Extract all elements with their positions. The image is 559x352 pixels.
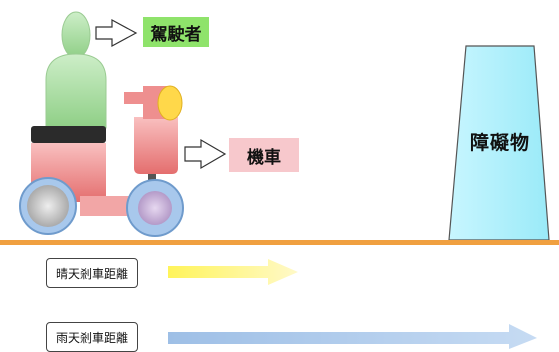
driver-torso: [45, 53, 107, 129]
sunny-braking-distance-label: 晴天剎車距離: [46, 258, 138, 288]
vehicle-label: 機車: [229, 138, 299, 172]
driver-head: [61, 11, 91, 59]
rainy-distance-arrow: [168, 324, 537, 349]
driver-label: 駕駛者: [143, 17, 209, 47]
obstacle-label: 障礙物: [469, 131, 530, 154]
seat: [31, 126, 106, 143]
motorcycle: [19, 85, 184, 237]
handlebar: [124, 92, 144, 104]
rainy-braking-distance-label: 雨天剎車距離: [46, 322, 138, 352]
rear-wheel: [19, 177, 77, 235]
ground-line: [0, 240, 559, 245]
hollow-arrow-icon: [95, 18, 138, 48]
sunny-distance-arrow: [168, 259, 298, 285]
headlight: [157, 85, 183, 121]
hollow-arrow-icon: [184, 138, 227, 170]
driver-figure: [45, 11, 107, 129]
front-fairing: [134, 117, 178, 174]
front-wheel: [126, 179, 184, 237]
